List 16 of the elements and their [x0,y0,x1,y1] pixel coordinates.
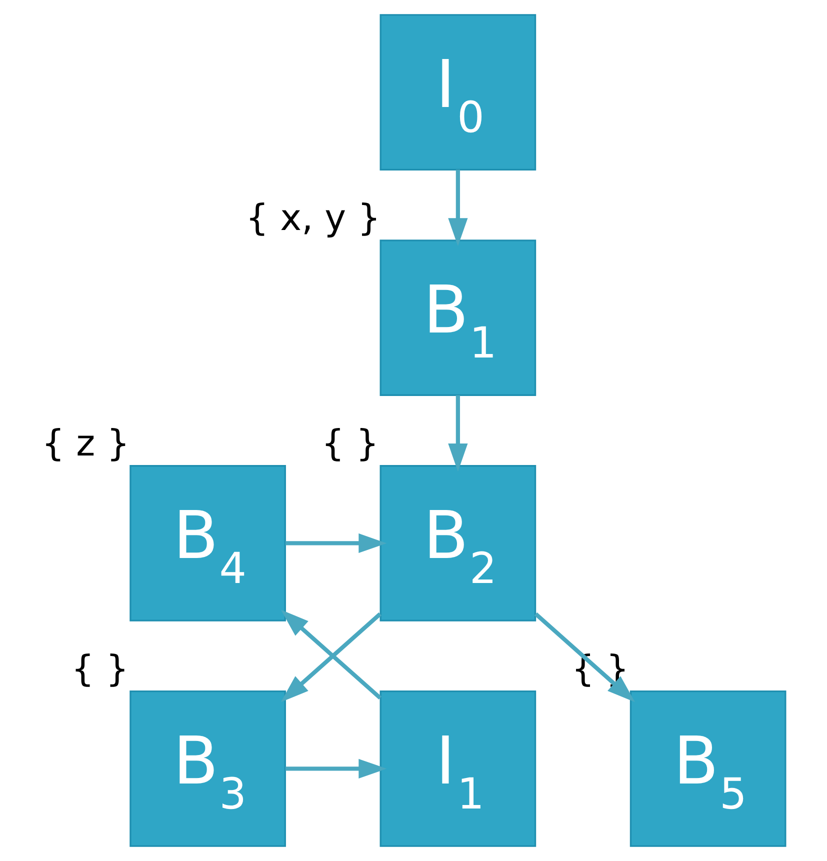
arrow [448,395,468,472]
node-label: { z } [42,421,130,464]
arrow [534,612,635,702]
node-label: { x, y } [246,196,381,239]
node-label: { } [71,646,129,690]
arrow [285,758,387,778]
arrow [448,170,468,246]
node-box: B$_{5}$ [630,690,786,847]
node-box: I$_{0}$ [380,14,536,170]
node-box: B$_{3}$ [130,690,286,847]
node-box: B$_{2}$ [380,465,536,622]
node-box: B$_{4}$ [130,465,286,622]
node-label: { } [321,421,379,464]
arrow [285,533,387,554]
node-box: I$_{1}$ [380,690,536,847]
node-box: B$_{1}$ [380,240,536,396]
